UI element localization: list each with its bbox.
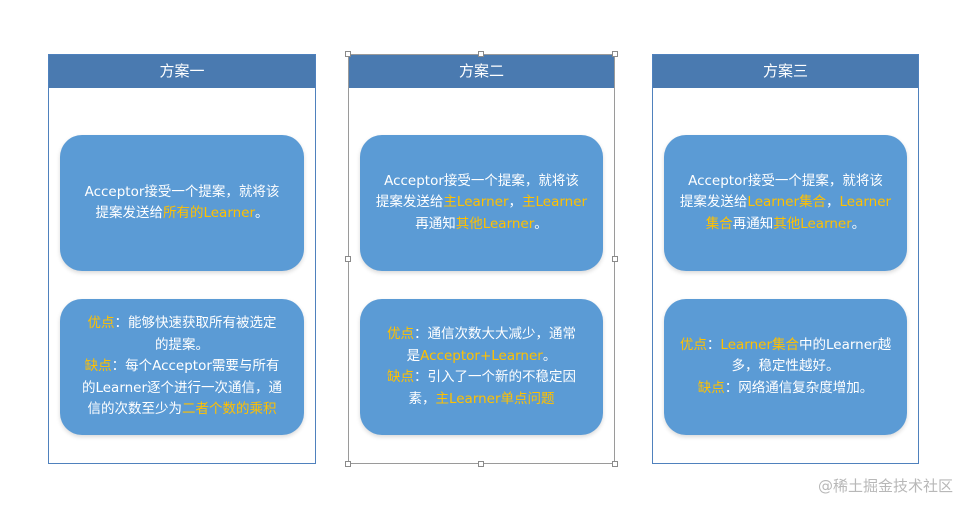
text-line: 提案发送给所有的Learner。	[95, 203, 268, 225]
text-segment: 。	[255, 205, 269, 221]
text-line: 提案发送给主Learner，主Learner	[376, 192, 587, 214]
text-segment: Acceptor接受一个提案，就将该	[688, 172, 883, 189]
highlighted-text: 缺点	[387, 369, 414, 385]
highlighted-text: 所有的Learner	[162, 205, 256, 221]
text-line: 多，稳定性越好。	[732, 356, 840, 378]
text-segment: 是	[406, 347, 421, 364]
scheme-1-description-box: Acceptor接受一个提案，就将该提案发送给所有的Learner。	[60, 135, 304, 271]
highlighted-text: 缺点	[84, 358, 112, 375]
text-segment: 的Learner逐个进行一次通信，通	[81, 379, 283, 396]
text-segment: 。	[851, 215, 866, 232]
text-line: 是Acceptor+Learner。	[407, 346, 557, 368]
highlighted-text: 其他Learner	[773, 215, 852, 232]
text-line: Acceptor接受一个提案，就将该	[85, 182, 280, 204]
highlighted-text: 优点	[387, 326, 414, 342]
highlighted-text: 主Learner	[522, 194, 588, 211]
scheme-3-description-box: Acceptor接受一个提案，就将该提案发送给Learner集合，Learner…	[664, 135, 907, 271]
text-segment: 。	[542, 347, 557, 364]
highlighted-text: 其他Learner	[455, 215, 535, 232]
text-segment: ：	[706, 336, 721, 353]
resize-handle-middle-right[interactable]	[612, 256, 618, 262]
text-segment: ：网络通信复杂度增加。	[724, 379, 874, 396]
highlighted-text: Acceptor+Learner	[420, 347, 543, 364]
resize-handle-bottom-left[interactable]	[345, 461, 351, 467]
text-line: 优点：Learner集合中的Learner越	[680, 335, 891, 357]
resize-handle-bottom-center[interactable]	[478, 461, 484, 467]
text-line: 缺点：网络通信复杂度增加。	[698, 378, 874, 400]
text-line: 再通知其他Learner。	[415, 214, 548, 236]
scheme-title-2: 方案二	[349, 55, 614, 88]
scheme-title-3: 方案三	[653, 55, 918, 88]
text-line: 集合再通知其他Learner。	[706, 214, 866, 236]
highlighted-text: Learner集合	[747, 194, 826, 211]
highlighted-text: 缺点	[697, 379, 725, 396]
scheme-title-1: 方案一	[49, 55, 315, 88]
text-line: 优点：通信次数大大减少，通常	[387, 324, 576, 346]
highlighted-text: Learner	[839, 194, 892, 211]
text-segment: 。	[534, 215, 548, 232]
highlighted-text: 优点	[679, 336, 707, 353]
scheme-panel-2[interactable]: 方案二 Acceptor接受一个提案，就将该提案发送给主Learner，主Lea…	[348, 54, 615, 464]
text-line: 的提案。	[155, 335, 209, 357]
watermark: @稀土掘金技术社区	[817, 477, 953, 495]
text-segment: 多，稳定性越好。	[731, 358, 840, 375]
highlighted-text: 集合	[705, 215, 733, 232]
highlighted-text: 二者个数的乘积	[182, 401, 277, 418]
text-line: 提案发送给Learner集合，Learner	[680, 192, 891, 214]
text-segment: 中的Learner越	[799, 336, 892, 353]
text-line: 缺点：每个Acceptor需要与所有	[85, 356, 280, 378]
text-segment: 提案发送给	[95, 205, 163, 221]
resize-handle-top-right[interactable]	[612, 51, 618, 57]
text-segment: 再通知	[732, 215, 774, 232]
text-segment: ：能够快速获取所有被选定	[114, 315, 277, 332]
text-segment: ：引入了一个新的不稳定因	[414, 369, 576, 385]
text-segment: ：每个Acceptor需要与所有	[111, 358, 280, 375]
text-segment: 再通知	[415, 215, 456, 232]
resize-handle-top-left[interactable]	[345, 51, 351, 57]
text-segment: ，	[826, 194, 840, 211]
scheme-1-pros-cons-box: 优点：能够快速获取所有被选定的提案。缺点：每个Acceptor需要与所有的Lea…	[60, 299, 304, 435]
resize-handle-top-center[interactable]	[478, 51, 484, 57]
resize-handle-bottom-right[interactable]	[612, 461, 618, 467]
resize-handle-middle-left[interactable]	[345, 256, 351, 262]
text-line: Acceptor接受一个提案，就将该	[384, 171, 579, 193]
text-line: 优点：能够快速获取所有被选定	[88, 313, 277, 335]
text-segment: Acceptor接受一个提案，就将该	[384, 172, 579, 189]
text-line: 的Learner逐个进行一次通信，通	[82, 378, 282, 400]
text-segment: ：通信次数大大减少，通常	[414, 326, 576, 342]
text-segment: 提案发送给	[679, 194, 748, 211]
scheme-panel-1: 方案一 Acceptor接受一个提案，就将该提案发送给所有的Learner。 优…	[48, 54, 316, 464]
scheme-2-description-box: Acceptor接受一个提案，就将该提案发送给主Learner，主Learner…	[360, 135, 603, 271]
highlighted-text: Learner集合	[720, 336, 799, 353]
text-segment: 的提案。	[155, 336, 209, 353]
highlighted-text: 主Learner	[443, 194, 509, 211]
text-segment: Acceptor接受一个提案，就将该	[84, 183, 280, 200]
text-segment: 信的次数至少为	[87, 401, 183, 418]
text-segment: 提案发送给	[375, 194, 444, 211]
scheme-3-pros-cons-box: 优点：Learner集合中的Learner越多，稳定性越好。缺点：网络通信复杂度…	[664, 299, 907, 435]
text-line: Acceptor接受一个提案，就将该	[688, 171, 883, 193]
text-line: 缺点：引入了一个新的不稳定因	[387, 367, 576, 389]
text-segment: 素，	[408, 390, 436, 407]
text-segment: ，	[508, 194, 523, 211]
highlighted-text: 优点	[87, 315, 115, 332]
highlighted-text: 主Learner单点问题	[435, 390, 555, 407]
scheme-2-pros-cons-box: 优点：通信次数大大减少，通常是Acceptor+Learner。缺点：引入了一个…	[360, 299, 603, 435]
text-line: 素，主Learner单点问题	[408, 389, 554, 411]
text-line: 信的次数至少为二者个数的乘积	[88, 399, 277, 421]
scheme-panel-3: 方案三 Acceptor接受一个提案，就将该提案发送给Learner集合，Lea…	[652, 54, 919, 464]
